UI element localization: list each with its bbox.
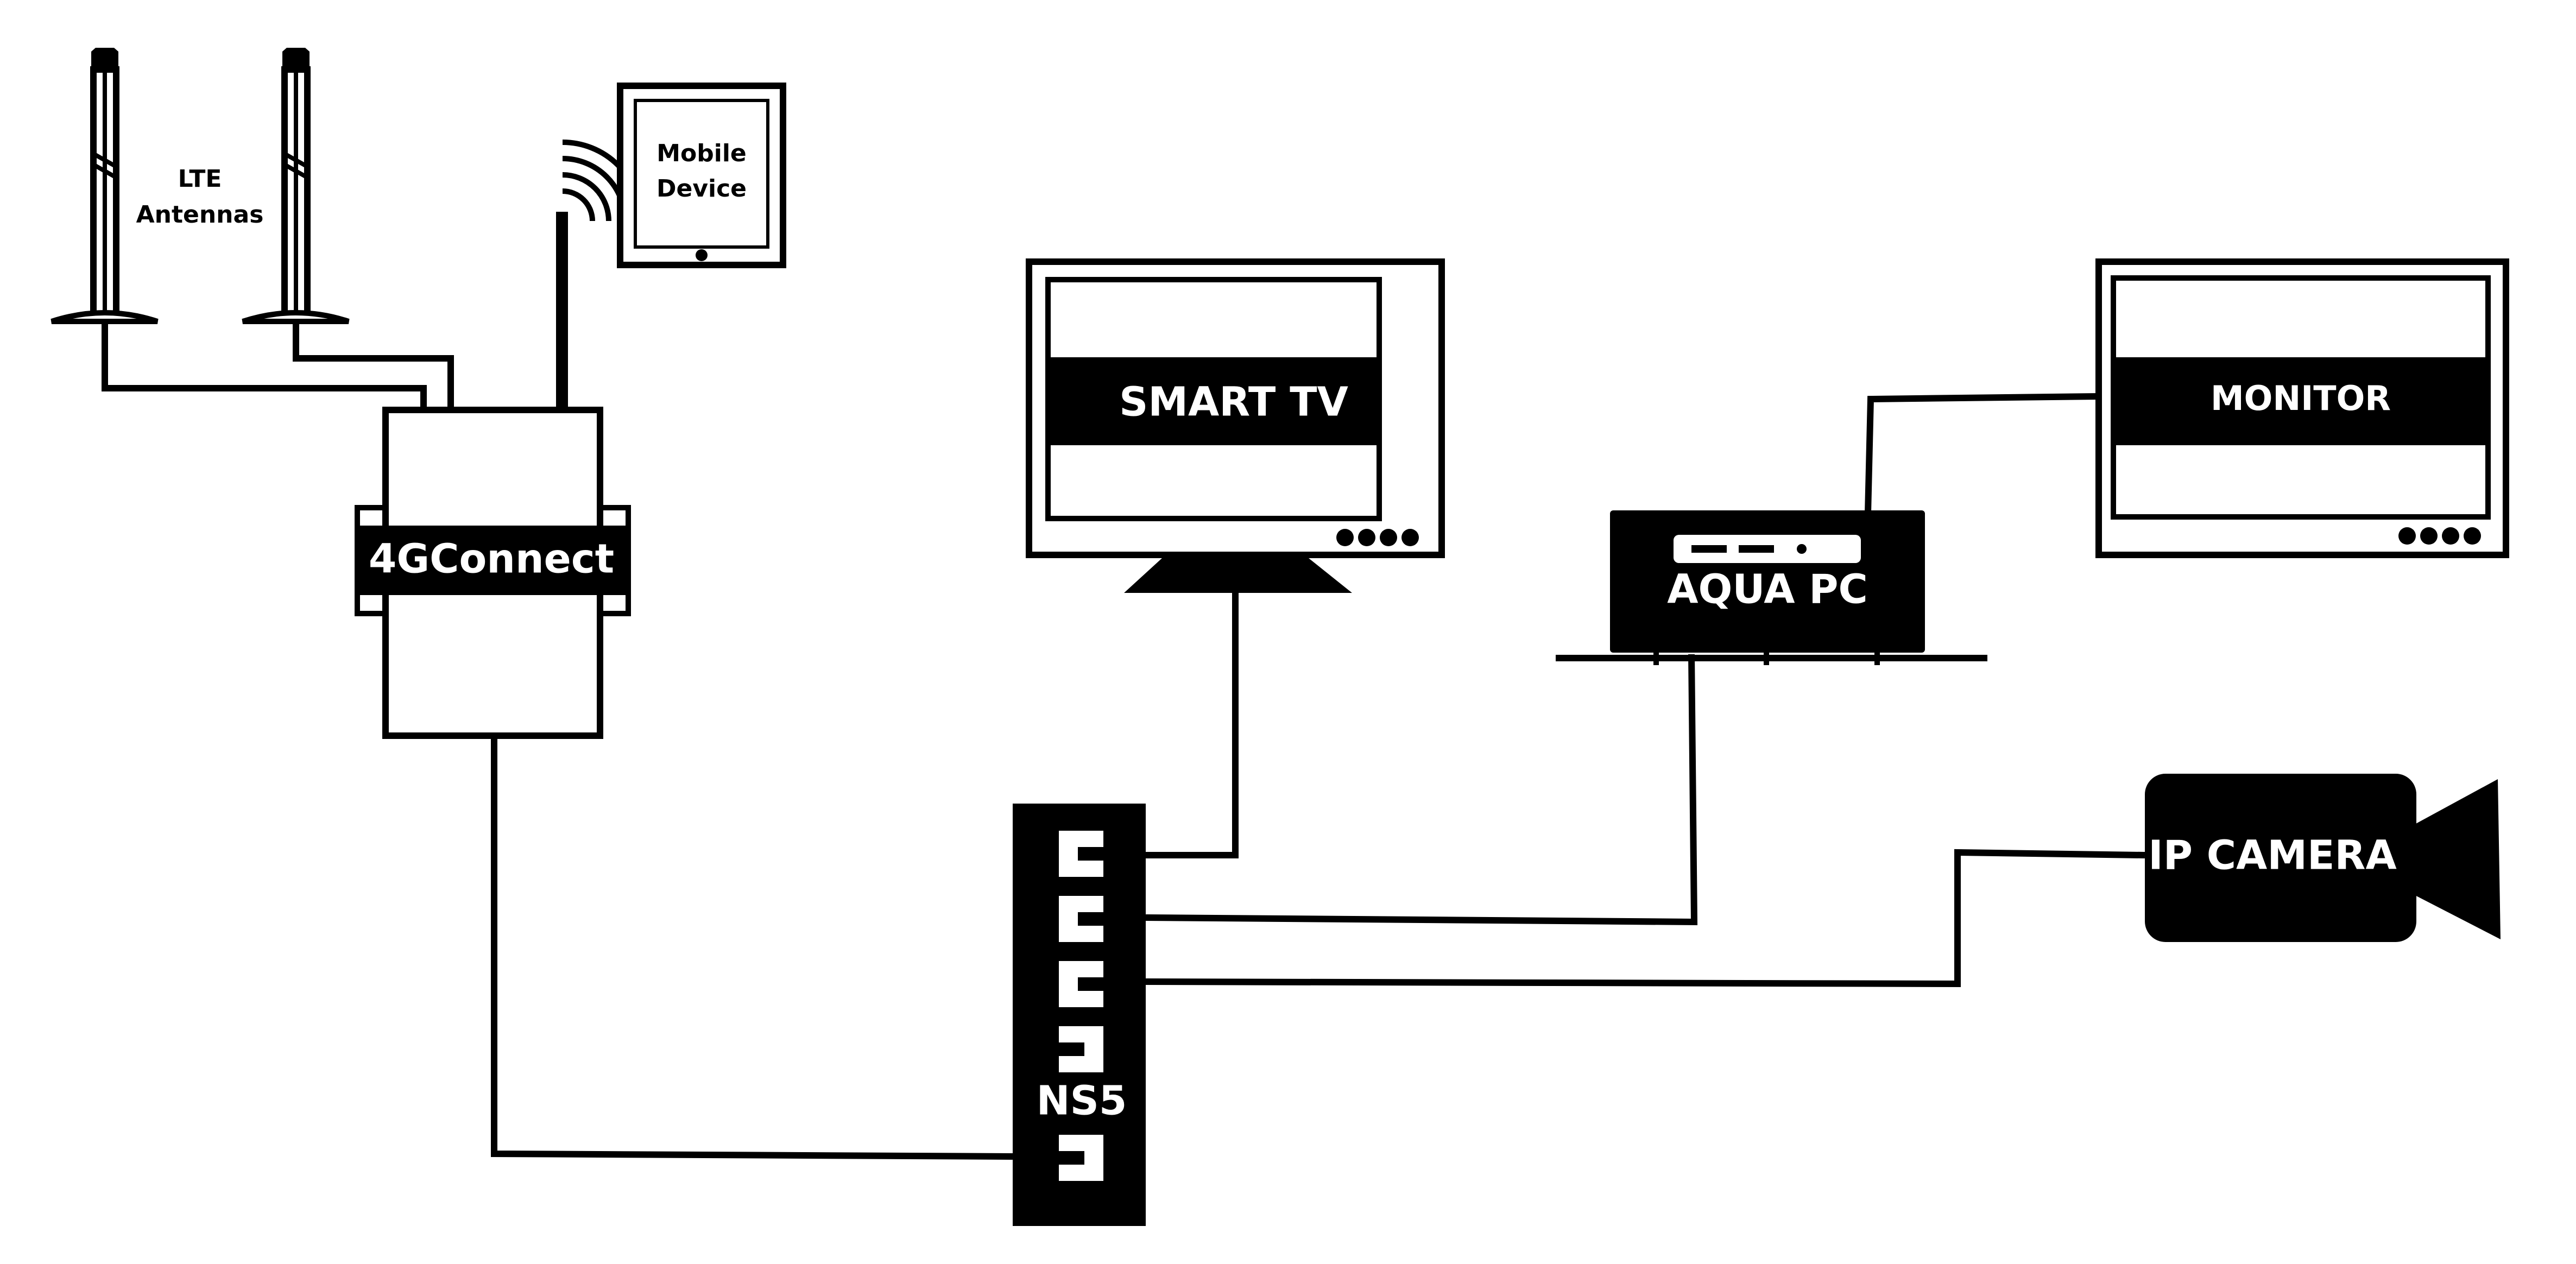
- tv-indicator-light: [1336, 529, 1354, 546]
- router-label: 4GConnect: [369, 536, 614, 583]
- switch-label: NS5: [1037, 1078, 1127, 1124]
- antenna-joint: [282, 151, 310, 180]
- lte-antennas-label-line1: LTE: [178, 165, 222, 193]
- antenna-tip: [91, 48, 118, 71]
- monitor-indicator-light: [2464, 527, 2481, 545]
- tv-indicator-light: [1358, 529, 1375, 546]
- cable-router-switch: [491, 736, 1013, 1160]
- wifi-signal-icon: [562, 140, 644, 222]
- antenna-joint: [91, 151, 118, 180]
- cable-switch-smart-tv: [1146, 589, 1239, 858]
- tv-indicator-light: [1380, 529, 1397, 546]
- pc-shelf-leg: [1764, 649, 1769, 665]
- antenna-base: [242, 310, 350, 324]
- switch-port-1: [1059, 831, 1103, 877]
- monitor-indicator-light: [2398, 527, 2416, 545]
- monitor: MONITOR: [2095, 258, 2509, 558]
- monitor-indicator-light: [2420, 527, 2438, 545]
- lte-antenna-2: [242, 48, 350, 324]
- cables: [102, 320, 2145, 1160]
- ip-camera-label: IP CAMERA: [2148, 832, 2397, 879]
- aqua-pc-label: AQUA PC: [1667, 566, 1868, 613]
- camera-lens: [2411, 779, 2501, 939]
- pc-drive-slot: [1739, 545, 1774, 553]
- wifi-antenna-mast: [556, 212, 568, 410]
- tablet-screen: [634, 99, 769, 249]
- ns5-switch: NS5: [1013, 804, 1146, 1226]
- mobile-device-label-line1: Mobile: [656, 140, 747, 167]
- pc-shelf-leg: [1874, 649, 1880, 665]
- mobile-device: Mobile Device: [617, 83, 786, 268]
- tv-label-band: [1048, 357, 1379, 445]
- lte-antennas-label-line2: Antennas: [136, 201, 264, 229]
- monitor-label-band: [2113, 357, 2488, 445]
- switch-port-5: [1059, 1135, 1103, 1181]
- antenna-tip: [282, 48, 310, 71]
- switch-port-2: [1059, 896, 1103, 942]
- lte-antenna-1: [50, 48, 159, 324]
- camera-body: [2145, 774, 2416, 942]
- pc-shelf-leg: [1653, 649, 1659, 665]
- cable-switch-ip-camera: [1145, 849, 2145, 988]
- aqua-pc: AQUA PC: [1556, 510, 1987, 665]
- pc-power-light: [1797, 544, 1807, 554]
- tv-indicator-light: [1401, 529, 1419, 546]
- pc-drive-slot: [1691, 545, 1727, 553]
- smart-tv-label: SMART TV: [1119, 379, 1348, 426]
- antenna-base: [50, 310, 159, 324]
- router-4gconnect: 4GConnect: [355, 407, 631, 739]
- cable-aqua-pc-monitor: [1865, 393, 2099, 514]
- router-wifi-antenna: [556, 140, 644, 410]
- monitor-label: MONITOR: [2211, 378, 2391, 418]
- mobile-device-label-line2: Device: [656, 175, 747, 203]
- tv-stand: [1124, 558, 1352, 593]
- monitor-indicator-light: [2442, 527, 2459, 545]
- switch-port-4: [1059, 1026, 1103, 1072]
- cable-antenna1-router: [102, 320, 427, 410]
- cable-antenna2-router: [293, 320, 454, 410]
- tablet-home-button: [696, 249, 708, 261]
- cable-switch-aqua-pc: [1145, 654, 1698, 926]
- ip-camera: IP CAMERA: [2145, 774, 2501, 942]
- switch-port-3: [1059, 961, 1103, 1007]
- router-label-band: [358, 526, 627, 595]
- smart-tv: SMART TV: [1026, 258, 1445, 593]
